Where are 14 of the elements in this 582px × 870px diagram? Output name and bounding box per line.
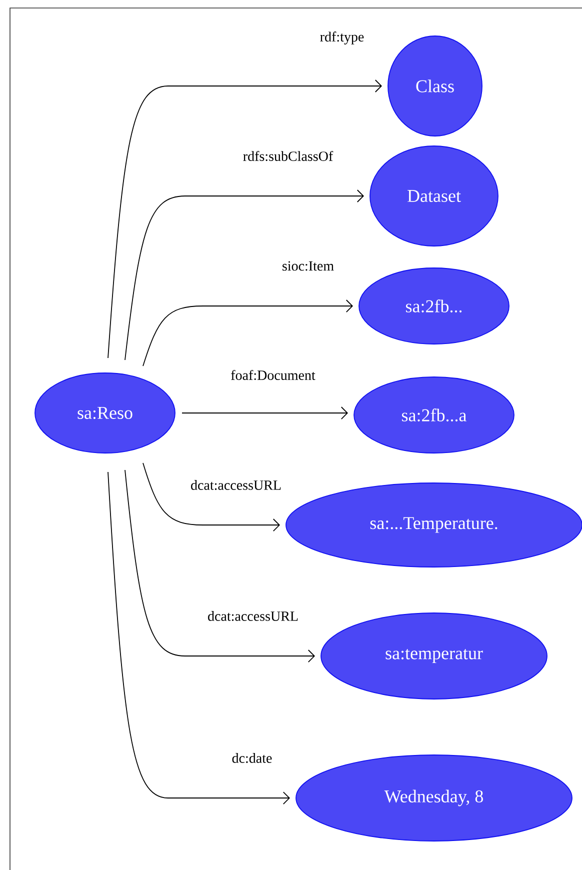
edge-label: dc:date <box>230 752 274 764</box>
edge-label: dcat:accessURL <box>190 479 282 491</box>
edge-label: foaf:Document <box>230 368 316 382</box>
arrow <box>182 406 348 420</box>
edge-label: dcat:accessURL <box>206 610 300 622</box>
arrow <box>142 462 280 532</box>
edge-label: rdf:type <box>318 30 366 46</box>
edge-label: sioc:Item <box>280 260 336 272</box>
arrow <box>124 190 364 360</box>
arrow <box>108 80 382 358</box>
arrow <box>108 472 290 804</box>
arrow <box>124 470 315 662</box>
edge-label: rdfs:subClassOf <box>242 150 334 162</box>
arrow <box>142 300 353 366</box>
